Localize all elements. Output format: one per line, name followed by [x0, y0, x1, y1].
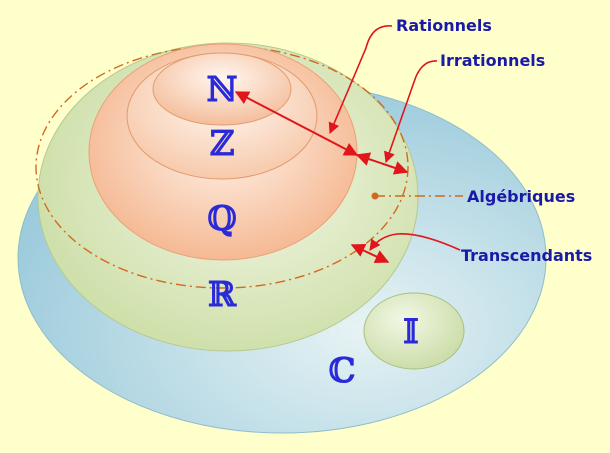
- algebriques-label: Algébriques: [467, 187, 575, 206]
- complex-symbol: ℂ: [328, 351, 355, 391]
- rationnels-callout-line: [328, 25, 393, 135]
- reals-symbol: ℝ: [208, 275, 237, 315]
- transcendants-span-arrow: [350, 244, 390, 263]
- rationals-symbol: ℚ: [207, 199, 237, 239]
- rationals-span-arrow: [234, 91, 359, 156]
- transcendants-callout-line: [369, 233, 461, 251]
- irrationnels-label: Irrationnels: [440, 51, 545, 70]
- rationnels-label: Rationnels: [396, 16, 492, 35]
- imaginaries-symbol: 𝕀: [403, 312, 419, 352]
- imaginary-set-region: [363, 292, 465, 370]
- naturals-symbol: ℕ: [206, 70, 237, 110]
- irrationals-span-arrow: [355, 152, 409, 175]
- transcendants-label: Transcendants: [461, 246, 592, 265]
- irrationnels-callout-line: [384, 60, 438, 164]
- integers-symbol: ℤ: [210, 124, 235, 164]
